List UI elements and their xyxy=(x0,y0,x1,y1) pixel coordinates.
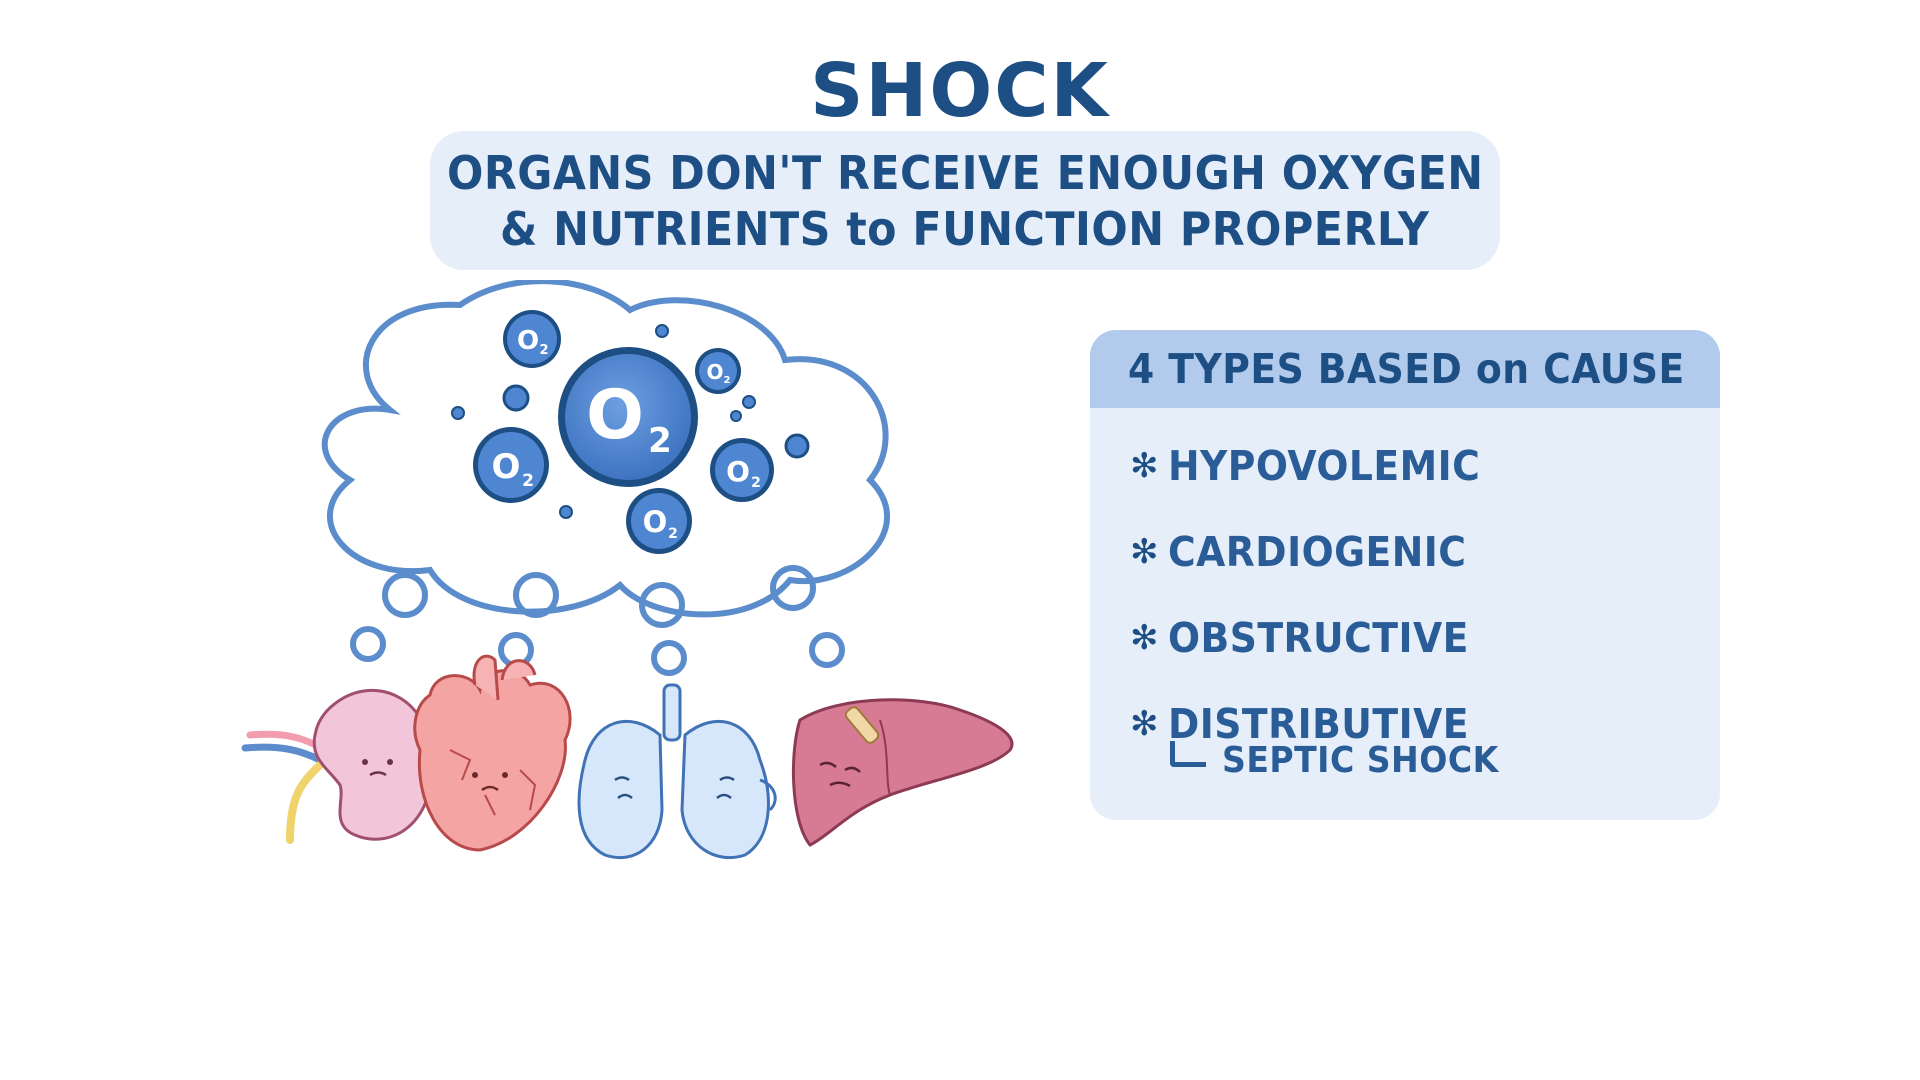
types-card-header: 4 TYPES BASED on CAUSE xyxy=(1090,330,1720,408)
thought-trail xyxy=(350,565,845,676)
o2-main-subscript: 2 xyxy=(648,421,672,461)
type-item-cardiogenic: ✻ CARDIOGENIC xyxy=(1130,528,1492,576)
types-card: 4 TYPES BASED on CAUSE ✻ HYPOVOLEMIC ✻ C… xyxy=(1090,330,1720,820)
o2-main-letter: O xyxy=(586,376,644,455)
organs-oxygen-illustration: O 2 O 2 O 2 O 2 O 2 xyxy=(241,280,1014,860)
svg-text:2: 2 xyxy=(539,343,548,358)
type-label: CARDIOGENIC xyxy=(1168,528,1467,576)
o2-main-icon: O 2 xyxy=(558,347,698,487)
svg-text:2: 2 xyxy=(668,526,678,542)
o2-small-icon: O 2 xyxy=(473,427,549,503)
lungs-icon xyxy=(577,683,777,860)
o2-small-icon: O 2 xyxy=(695,348,741,394)
type-item-obstructive: ✻ OBSTRUCTIVE xyxy=(1130,614,1495,662)
subtype-item-septic-shock: SEPTIC SHOCK xyxy=(1170,740,1523,781)
branch-arrow-icon xyxy=(1170,740,1206,767)
subtype-label: SEPTIC SHOCK xyxy=(1222,740,1499,781)
page-title: SHOCK xyxy=(810,48,1110,134)
heart-icon xyxy=(413,654,572,852)
svg-text:2: 2 xyxy=(751,475,761,491)
liver-icon xyxy=(791,698,1014,847)
svg-text:2: 2 xyxy=(522,471,534,491)
type-label: HYPOVOLEMIC xyxy=(1168,442,1481,490)
type-item-distributive: ✻ DISTRIBUTIVE xyxy=(1130,700,1495,748)
oxygen-molecules: O 2 O 2 O 2 O 2 O 2 xyxy=(451,310,810,554)
svg-text:O: O xyxy=(643,505,668,539)
o2-small-icon: O 2 xyxy=(710,438,774,502)
o2-small-icon: O 2 xyxy=(626,488,692,554)
types-card-title: 4 TYPES BASED on CAUSE xyxy=(1128,345,1685,393)
svg-text:O: O xyxy=(492,447,521,487)
asterisk-icon: ✻ xyxy=(1130,618,1159,658)
type-item-hypovolemic: ✻ HYPOVOLEMIC xyxy=(1130,442,1507,490)
asterisk-icon: ✻ xyxy=(1130,532,1159,572)
definition-line-1: ORGANS DON'T RECEIVE ENOUGH OXYGEN xyxy=(446,145,1484,200)
type-label: DISTRIBUTIVE xyxy=(1168,700,1469,748)
svg-text:O: O xyxy=(706,360,723,384)
definition-box: ORGANS DON'T RECEIVE ENOUGH OXYGEN & NUT… xyxy=(430,131,1500,270)
asterisk-icon: ✻ xyxy=(1130,704,1159,744)
kidney-icon xyxy=(241,688,434,844)
asterisk-icon: ✻ xyxy=(1130,446,1159,486)
svg-text:O: O xyxy=(726,455,750,488)
o2-small-icon: O 2 xyxy=(503,310,561,368)
svg-text:O: O xyxy=(517,326,539,356)
definition-line-2: & NUTRIENTS to FUNCTION PROPERLY xyxy=(500,201,1430,256)
type-label: OBSTRUCTIVE xyxy=(1168,614,1469,662)
svg-text:2: 2 xyxy=(724,375,731,386)
